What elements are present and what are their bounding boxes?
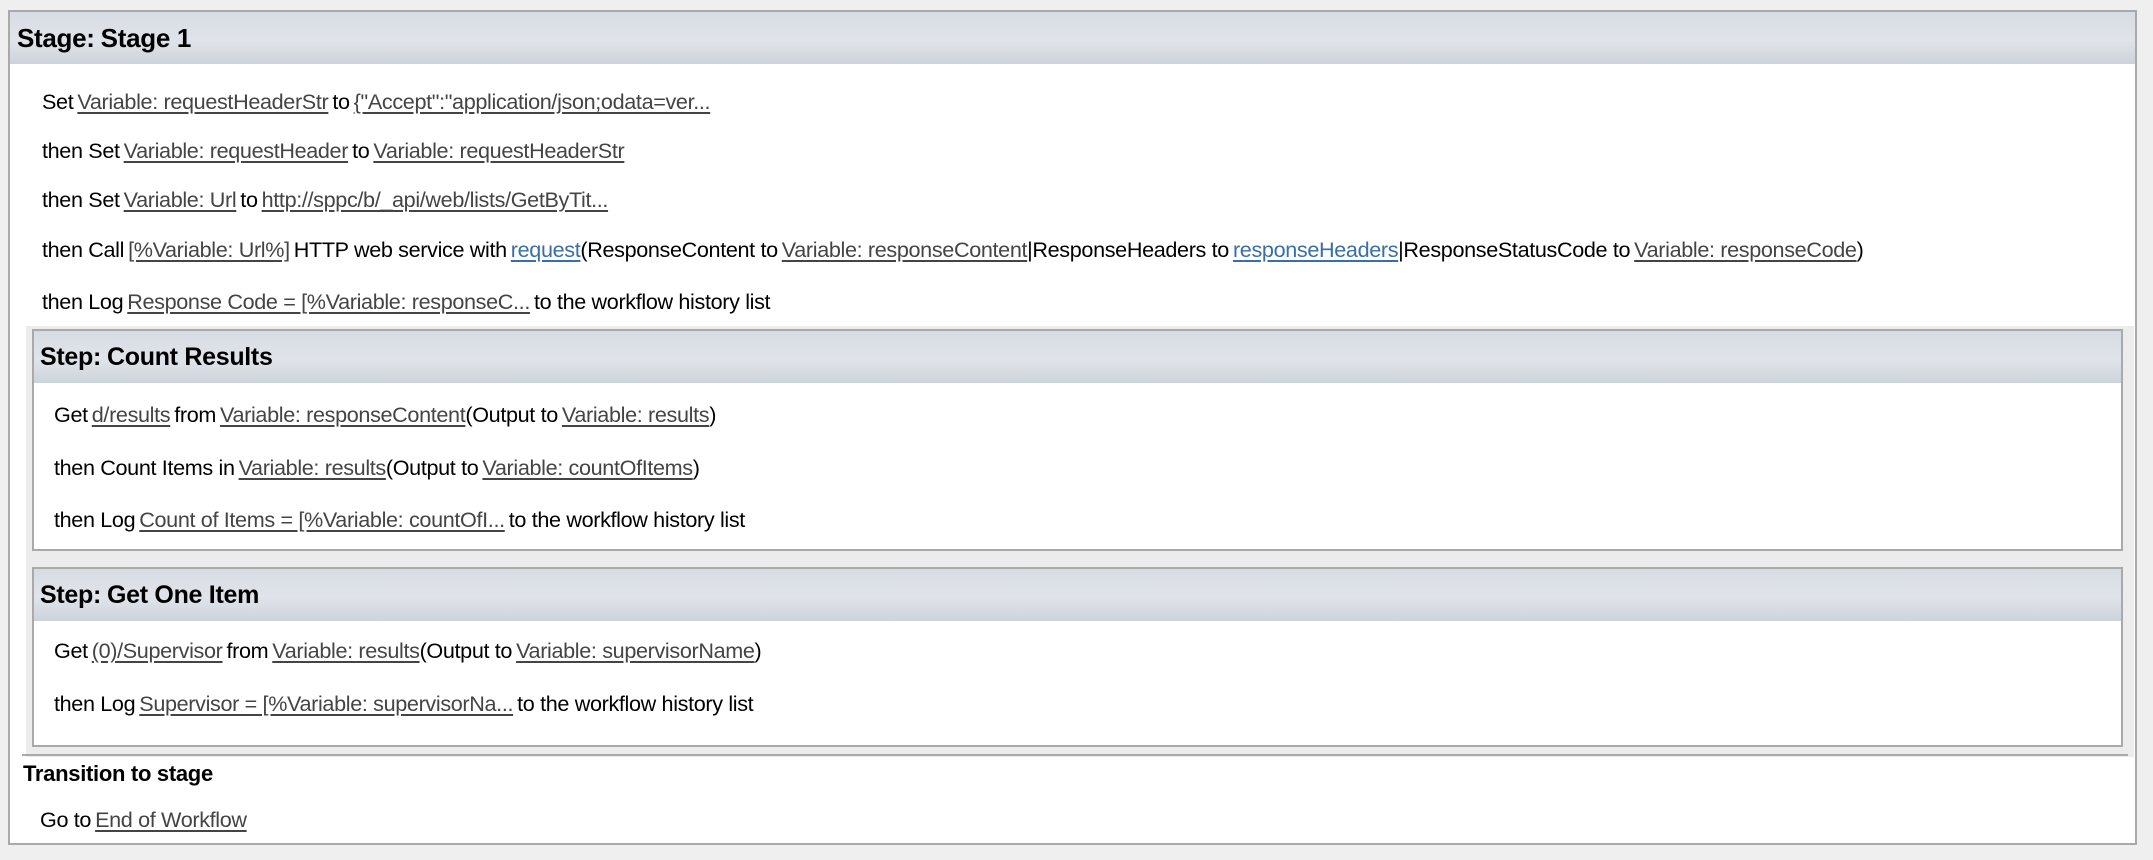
transition-divider: [22, 754, 2128, 756]
action-keyword: to: [332, 89, 350, 114]
action-keyword: to: [240, 187, 258, 212]
stage-label: Stage:: [17, 22, 95, 53]
variable-link[interactable]: Variable: responseContent: [220, 402, 466, 427]
goto-label: Go to: [40, 807, 92, 832]
step-label: Step:: [40, 580, 102, 609]
action-keyword: then Set: [42, 187, 120, 212]
stage-header[interactable]: Stage: Stage 1: [10, 12, 2135, 64]
variable-link[interactable]: {"Accept":"application/json;odata=ver...: [353, 89, 711, 114]
action-keyword: then Count Items in: [54, 455, 235, 480]
variable-link[interactable]: Variable: requestHeaderStr: [373, 138, 625, 163]
variable-link[interactable]: Variable: results: [272, 638, 420, 663]
step-name[interactable]: Count Results: [107, 342, 273, 371]
action-text: (ResponseContent to: [580, 237, 778, 262]
action-text: (Output to: [465, 402, 558, 427]
action-text: ): [692, 455, 700, 480]
action-text: ): [709, 402, 717, 427]
action-keyword: then Log: [54, 691, 136, 716]
variable-link[interactable]: Count of Items = [%Variable: countOfI...: [139, 507, 505, 532]
action-row: then Call[%Variable: Url%]HTTP web servi…: [42, 236, 1867, 264]
variable-link[interactable]: Variable: Url: [123, 187, 237, 212]
action-text: to the workflow history list: [508, 507, 746, 532]
step-label: Step:: [40, 342, 102, 371]
action-keyword: then Log: [54, 507, 136, 532]
action-keyword: from: [226, 638, 269, 663]
action-text: ): [754, 638, 762, 663]
action-text: to the workflow history list: [533, 289, 771, 314]
variable-link[interactable]: Variable: results: [238, 455, 387, 480]
action-keyword: HTTP web service with: [293, 237, 507, 262]
variable-link[interactable]: Variable: requestHeader: [123, 138, 349, 163]
action-keyword: then Log: [42, 289, 124, 314]
action-keyword: Set: [42, 89, 74, 114]
variable-link[interactable]: Variable: requestHeaderStr: [77, 89, 329, 114]
action-text: to the workflow history list: [517, 691, 754, 716]
stage-name[interactable]: Stage 1: [100, 22, 192, 53]
variable-link[interactable]: http://sppc/b/_api/web/lists/GetByTit...: [261, 187, 609, 212]
step-header[interactable]: Step: Count Results: [34, 331, 2121, 383]
variable-link[interactable]: Variable: results: [561, 402, 710, 427]
variable-link[interactable]: d/results: [91, 402, 171, 427]
action-text: (Output to: [385, 455, 479, 480]
action-keyword: Get: [54, 402, 88, 427]
parameter-link[interactable]: request: [510, 237, 581, 262]
action-keyword: from: [174, 402, 217, 427]
variable-link[interactable]: Supervisor = [%Variable: supervisorNa...: [139, 691, 514, 716]
variable-link[interactable]: Variable: responseContent: [781, 237, 1028, 262]
action-text: ): [1856, 237, 1864, 262]
variable-link[interactable]: Response Code = [%Variable: responseC...: [127, 289, 530, 314]
goto-target-link[interactable]: End of Workflow: [95, 807, 247, 832]
parameter-link[interactable]: responseHeaders: [1232, 237, 1399, 262]
variable-link[interactable]: (0)/Supervisor: [91, 638, 223, 663]
step-name[interactable]: Get One Item: [107, 580, 260, 609]
action-text: |ResponseStatusCode to: [1398, 237, 1631, 262]
action-text: (Output to: [419, 638, 513, 663]
transition-title: Transition to stage: [23, 761, 213, 786]
step-header[interactable]: Step: Get One Item: [34, 569, 2121, 621]
variable-link[interactable]: Variable: responseCode: [1634, 237, 1857, 262]
action-keyword: then Call: [42, 237, 125, 262]
variable-link[interactable]: Variable: supervisorName: [516, 638, 755, 663]
action-keyword: then Set: [42, 138, 120, 163]
action-text: |ResponseHeaders to: [1027, 237, 1229, 262]
action-keyword: Get: [54, 638, 88, 663]
variable-link[interactable]: Variable: countOfItems: [482, 455, 693, 480]
action-keyword: to: [352, 138, 370, 163]
variable-link[interactable]: [%Variable: Url%]: [128, 237, 290, 262]
